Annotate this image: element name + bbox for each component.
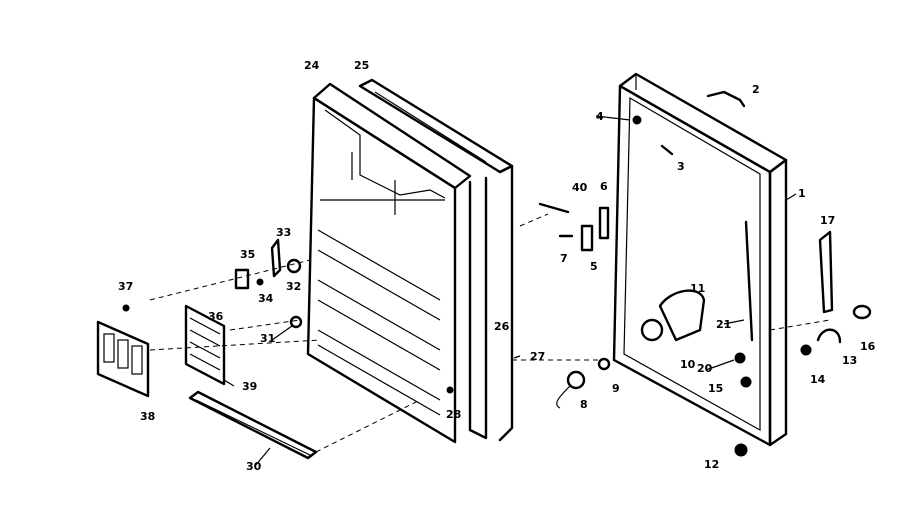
label-34: 34: [258, 292, 274, 305]
label-20: 20: [697, 362, 713, 375]
label-39: 39: [242, 380, 257, 393]
label-2: 2: [752, 83, 760, 96]
label-28: 28: [446, 408, 461, 421]
callout-labels: 1 2 3 4 5 6 7 8 9 10 11 12 13 14 15 16 1…: [118, 59, 876, 473]
label-11: 11: [690, 282, 705, 295]
outer-door-panel: [612, 72, 788, 447]
shelf-grille: [184, 304, 226, 386]
label-32: 32: [286, 280, 301, 293]
label-35: 35: [240, 248, 255, 261]
label-6: 6: [600, 180, 608, 193]
label-25: 25: [354, 59, 369, 72]
hardware-parts: [122, 90, 872, 457]
breaker-strip: [188, 390, 318, 460]
label-8: 8: [580, 398, 588, 411]
label-10: 10: [680, 358, 696, 371]
label-5: 5: [590, 260, 598, 273]
label-14: 14: [810, 373, 826, 386]
door-gasket: [358, 78, 514, 442]
label-16: 16: [860, 340, 876, 353]
label-3: 3: [677, 160, 685, 173]
label-24: 24: [304, 59, 320, 72]
mounting-bracket: [96, 320, 150, 398]
label-15: 15: [708, 382, 723, 395]
label-38: 38: [140, 410, 155, 423]
label-1: 1: [798, 187, 806, 200]
label-26: 26: [494, 320, 510, 333]
label-7: 7: [560, 252, 568, 265]
label-31: 31: [260, 332, 275, 345]
label-12: 12: [704, 458, 719, 471]
inner-door-liner: [306, 82, 472, 444]
label-13: 13: [842, 354, 857, 367]
label-30: 30: [246, 460, 262, 473]
label-40: 40: [572, 181, 588, 194]
label-21: 21: [716, 318, 731, 331]
label-37: 37: [118, 280, 133, 293]
alignment-lines: [149, 213, 831, 453]
label-9: 9: [612, 382, 620, 395]
label-27: 27: [530, 350, 545, 363]
label-33: 33: [276, 226, 291, 239]
label-17: 17: [820, 214, 835, 227]
leader-lines: [223, 115, 797, 467]
label-36: 36: [208, 310, 224, 323]
